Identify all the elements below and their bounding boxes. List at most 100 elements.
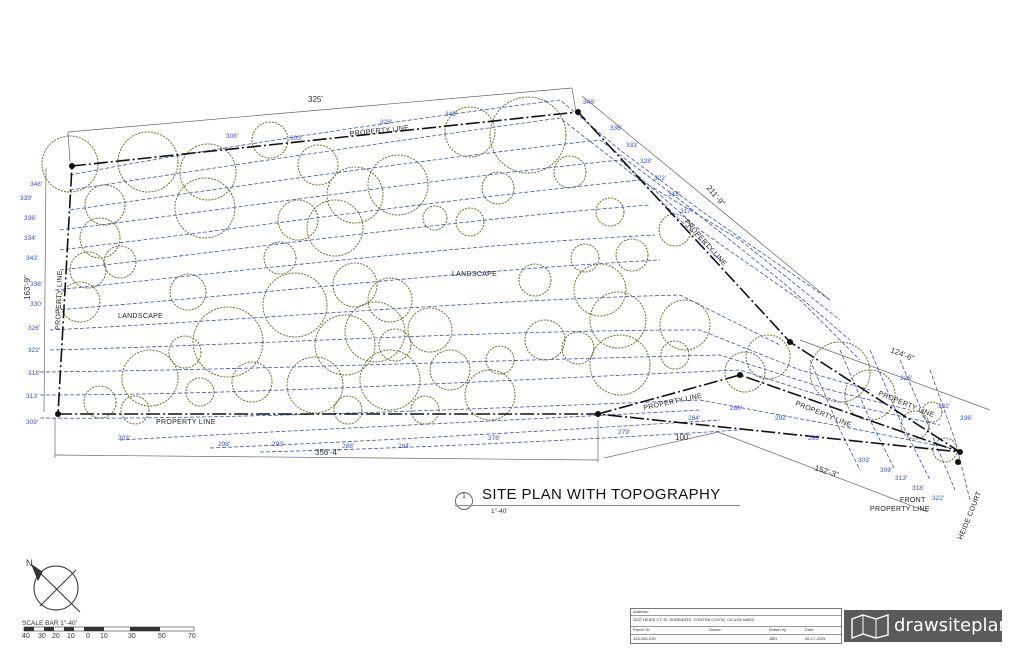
plan-scale: 1"-40' <box>491 508 508 515</box>
tb-row: 433-280-030 JMD 06-17-2025 <box>631 635 841 642</box>
dim-lower-mid: 100' <box>675 433 690 442</box>
contour-label: 348' <box>30 181 42 188</box>
dim-diag: 211'-9" <box>704 184 727 208</box>
contour-label: 334' <box>24 235 36 242</box>
scalebar-number: 20 <box>52 633 60 640</box>
contour-label: 346' <box>583 99 595 106</box>
tb-drawn: JMD <box>769 636 778 641</box>
contour-label: 336' <box>24 215 36 222</box>
scalebar-number: 50 <box>158 633 166 640</box>
contour-label: 332' <box>938 403 950 410</box>
contour-label: 309' <box>26 419 38 426</box>
contour-label: 288' <box>730 405 742 412</box>
trees <box>41 96 958 463</box>
tb-date: 06-17-2025 <box>805 636 826 641</box>
contour-label: 308' <box>880 467 892 474</box>
brand-name: drawsiteplan <box>894 615 1010 636</box>
title-number-badge: 1 <box>455 492 473 510</box>
contour-label: 318' <box>912 485 924 492</box>
tb-row: 2637 HEIDE CT, EL SOBRANTE, CONTRA COSTA… <box>631 616 841 627</box>
contour-label: 326' <box>900 375 912 382</box>
contour-label: 318' <box>28 370 40 377</box>
label-front-1: FRONT <box>900 497 926 504</box>
contour-label: 303' <box>290 135 302 142</box>
property-line <box>57 111 961 453</box>
contour-label: 298' <box>218 441 230 448</box>
contour-label: 322' <box>654 175 666 182</box>
tb-parcel-label: Parcel ID: <box>633 627 651 632</box>
contour-label: 303' <box>858 457 870 464</box>
scalebar-label: SCALE BAR 1"-40' <box>22 620 77 627</box>
contour-label: 328' <box>640 158 652 165</box>
contour-label: 336' <box>960 415 972 422</box>
tb-address: 2637 HEIDE CT, EL SOBRANTE, CONTRA COSTA… <box>633 617 754 622</box>
title-block-table: Address: 2637 HEIDE CT, EL SOBRANTE, CON… <box>630 608 842 644</box>
contour-label: 308' <box>226 133 238 140</box>
contour-label: 279' <box>618 429 630 436</box>
brand-logo: drawsiteplan <box>844 610 1010 642</box>
tb-drawn-label: Drawn by: <box>769 627 788 632</box>
label-heide-court: HEIDE COURT <box>957 490 983 541</box>
contour-label: 343' <box>26 255 38 262</box>
contour-label: 317' <box>680 208 692 215</box>
property-corners <box>55 109 963 465</box>
scalebar-number: 0 <box>86 633 90 640</box>
contour-label: 292' <box>775 415 787 422</box>
label-front-2: PROPERTY LINE <box>870 506 930 513</box>
contour-label: 284' <box>688 415 700 422</box>
dim-bottom: 356'-4" <box>315 448 340 457</box>
scalebar-number: 10 <box>67 633 75 640</box>
scalebar-number: 10 <box>100 633 108 640</box>
contour-label: 326' <box>28 325 40 332</box>
contour-label: 338' <box>30 281 42 288</box>
contour-label: 333' <box>626 142 638 149</box>
label-property-line-left: PROPERTY LINE <box>55 270 64 330</box>
scale-bar <box>23 626 195 632</box>
dim-lower-right: 152'-3" <box>813 463 840 479</box>
contour-label: 322' <box>932 495 944 502</box>
label-landscape-left: LANDSCAPE <box>118 313 163 320</box>
dim-left: 163'-9" <box>23 275 32 300</box>
contour-label: 322' <box>28 347 40 354</box>
contour-label: 303' <box>118 435 130 442</box>
contour-label: 313' <box>26 393 38 400</box>
title-rule <box>455 505 740 506</box>
brand-map-icon <box>851 614 889 639</box>
contour-label: 298' <box>808 435 820 442</box>
tb-address-label: Address: <box>633 609 649 614</box>
scalebar-number: 70 <box>188 633 196 640</box>
scalebar-number: 30 <box>128 633 136 640</box>
scalebar-number: 30 <box>38 633 46 640</box>
contour-label: 313' <box>895 475 907 482</box>
dim-top: 325' <box>308 95 323 104</box>
tb-owner-label: Owner: <box>709 627 722 632</box>
label-property-line-lower-right: PROPERTY LINE <box>794 400 852 429</box>
contour-label: 328' <box>380 119 392 126</box>
topographic-contours <box>39 99 971 501</box>
north-arrow-icon: N <box>26 558 81 613</box>
tb-parcel: 433-280-030 <box>633 636 656 641</box>
contour-label: 330' <box>30 301 42 308</box>
label-property-line-lower: PROPERTY LINE <box>643 393 703 412</box>
contour-label: 343' <box>445 111 457 118</box>
contour-label: 318' <box>668 191 680 198</box>
svg-text:N: N <box>26 558 33 568</box>
label-property-line-bottom: PROPERTY LINE <box>156 419 216 426</box>
tb-row: Address: <box>631 609 841 616</box>
label-property-line-top: PROPERTY LINE <box>349 125 409 138</box>
label-landscape-center: LANDSCAPE <box>452 271 497 278</box>
title-number: 1 <box>462 493 466 500</box>
dim-right-upper: 124'-6" <box>889 346 916 364</box>
scalebar-number: 40 <box>22 633 30 640</box>
tb-date-label: Date: <box>805 627 815 632</box>
label-property-line-diag: PROPERTY LINE <box>683 219 728 268</box>
contour-label: 288' <box>342 443 354 450</box>
tb-row: Parcel ID: Owner: Drawn by: Date: <box>631 627 841 635</box>
plan-title: SITE PLAN WITH TOPOGRAPHY <box>482 486 721 503</box>
contour-labels: 308' 303' 328' 343' 346' 336' 333' 328' … <box>20 99 972 502</box>
contour-label: 339' <box>20 195 32 202</box>
dimension-lines <box>43 87 991 513</box>
contour-label: 336' <box>610 125 622 132</box>
contour-label: 293' <box>272 441 284 448</box>
